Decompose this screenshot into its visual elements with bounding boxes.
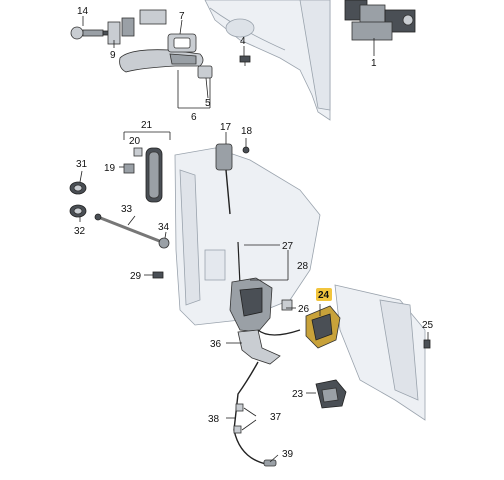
callout-labels: 14 9 7 4 1 5 6 21 20 19 17 18 31 32 33 3…: [74, 6, 434, 460]
part-14-lock-cylinder: [70, 26, 110, 40]
part-4-screw: [239, 55, 251, 66]
part-25-screw: [423, 339, 431, 349]
part-5-cap: [197, 65, 213, 79]
callout-36: 36: [210, 339, 222, 350]
callout-6: 6: [191, 112, 197, 123]
leader-lines: [79, 16, 429, 463]
callout-23: 23: [292, 389, 304, 400]
callout-24-highlight: [316, 288, 332, 301]
part-21-inner-handle: [145, 147, 163, 203]
part-9-handle-bracket: [107, 9, 167, 45]
callout-39: 39: [282, 449, 294, 460]
part-29-screw: [152, 271, 164, 279]
callout-27: 27: [282, 241, 294, 252]
callout-26: 26: [298, 304, 310, 315]
callout-21: 21: [141, 120, 153, 131]
callout-24: 24: [318, 290, 330, 301]
part-26-clip: [281, 299, 293, 311]
callout-37: 37: [270, 412, 282, 423]
part-37-clip-lower: [233, 425, 242, 434]
callout-18: 18: [241, 126, 253, 137]
part-34-nut: [158, 237, 170, 249]
right-door-section: [334, 284, 426, 421]
callout-29: 29: [130, 271, 142, 282]
callout-25: 25: [422, 320, 434, 331]
part-38-cable: [233, 361, 267, 465]
callout-9: 9: [110, 50, 116, 61]
outer-door-handle: [119, 49, 204, 73]
callout-14: 14: [77, 6, 89, 17]
part-23-striker: [315, 379, 347, 409]
part-27-rod: [237, 241, 241, 286]
callout-33: 33: [121, 204, 133, 215]
upper-door-panel: [204, 0, 331, 121]
part-19-clip: [123, 163, 135, 174]
part-18-screw: [242, 146, 250, 154]
callout-28: 28: [297, 261, 309, 272]
callout-17: 17: [220, 122, 232, 133]
lower-door-frame: [174, 147, 321, 326]
callout-19: 19: [104, 163, 116, 174]
callout-7: 7: [179, 11, 185, 22]
part-33-hinge-pin: [94, 213, 163, 244]
part-36-release-lever: [237, 329, 281, 365]
part-1-latch-assembly: [344, 0, 416, 41]
part-32-bushing: [69, 204, 87, 218]
part-37-clip-upper: [235, 403, 244, 412]
callout-38: 38: [208, 414, 220, 425]
part-17-actuator: [215, 143, 233, 215]
callout-34: 34: [158, 222, 170, 233]
part-24-highlighted-lock: [305, 305, 341, 349]
part-20-clip: [133, 147, 143, 157]
callout-5: 5: [205, 98, 211, 109]
part-28-lock-assembly: [229, 277, 301, 336]
callout-4: 4: [240, 36, 246, 47]
part-31-bushing: [69, 181, 87, 195]
callout-32: 32: [74, 226, 86, 237]
part-39-cable-end: [263, 459, 277, 467]
callout-1: 1: [371, 58, 377, 69]
part-7-bezel: [167, 33, 197, 53]
callout-31: 31: [76, 159, 88, 170]
callout-20: 20: [129, 136, 141, 147]
